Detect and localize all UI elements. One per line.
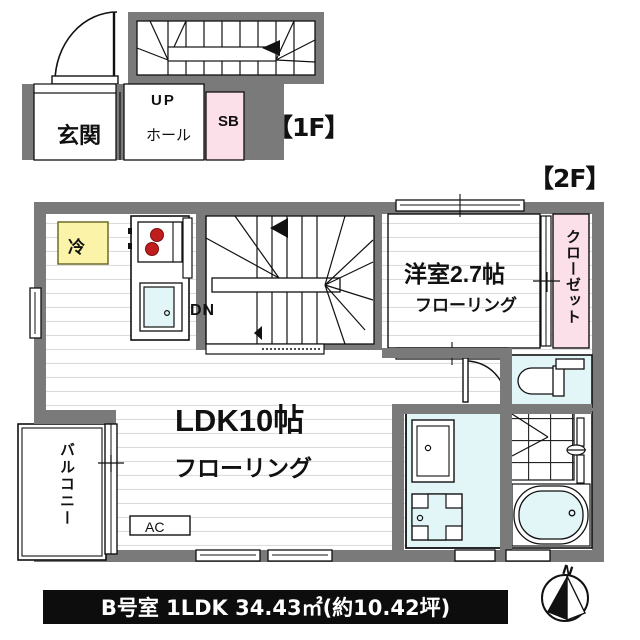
room-label-balcony: バルコニー <box>58 442 75 527</box>
vanity-sink <box>411 419 455 483</box>
second-floor-group <box>17 194 604 562</box>
room-label-ldk: LDK10帖 <box>175 403 305 438</box>
shower-fixture <box>566 417 586 484</box>
room-flooring-bedroom: フローリング <box>415 296 517 315</box>
stair-arrow-2f-up <box>270 218 288 238</box>
refrigerator-marker-box <box>57 221 109 265</box>
room-flooring-ldk: フローリング <box>174 455 312 481</box>
room-label-bedroom: 洋室2.7帖 <box>404 261 505 287</box>
compass-rose: N <box>538 563 596 628</box>
plan-caption: B号室 1LDK 34.43㎡(約10.42坪) <box>43 590 508 624</box>
floor-badge-1f: 【1F】 <box>268 113 349 142</box>
stair-2f <box>205 215 374 345</box>
stair-direction-label-1f: UP <box>151 92 176 109</box>
shoebox-text: SB <box>218 113 239 130</box>
stair-direction-label-2f: DN <box>190 302 216 319</box>
room-label-closet: クローゼット <box>564 229 581 325</box>
stair-arrow-1f <box>262 40 280 56</box>
shoe-box-area <box>205 91 245 161</box>
ac-marker-box <box>129 515 191 536</box>
kitchen-fixtures <box>128 215 190 341</box>
first-floor-group <box>22 11 324 161</box>
refrigerator-marker-label: 冷 <box>68 238 85 257</box>
room-label-genkan: 玄関 <box>57 123 102 148</box>
ac-marker-label: AC <box>145 519 165 535</box>
entrance-door-swing <box>51 11 119 85</box>
room-label-hall: ホール <box>146 127 192 144</box>
stair-arrow-2f-dn <box>254 326 262 340</box>
washing-machine-pan <box>411 493 463 541</box>
toilet-fixture <box>517 358 585 397</box>
bathtub <box>511 483 591 547</box>
bedroom-area <box>387 213 541 349</box>
room-label-shoebox: SB <box>218 113 239 130</box>
floor-badge-2f: 【2F】 <box>529 164 610 193</box>
